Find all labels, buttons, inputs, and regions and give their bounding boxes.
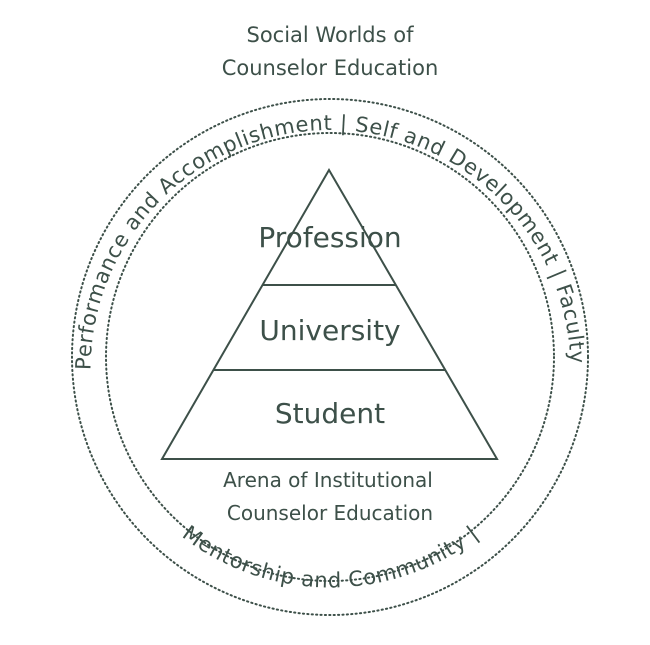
diagram-title-line1: Social Worlds of (247, 23, 415, 47)
inner-dotted-ring (105, 132, 555, 582)
outer-dotted-ring (71, 98, 589, 616)
arena-label-line2: Counselor Education (227, 501, 433, 525)
pyramid-level-profession: Profession (258, 221, 401, 254)
ring-text-lower: Mentorship and Community | (178, 521, 483, 593)
diagram-title-line2: Counselor Education (222, 56, 439, 80)
arena-label-line1: Arena of Institutional (223, 468, 433, 492)
pyramid-level-student: Student (275, 397, 385, 430)
pyramid-level-university: University (259, 314, 400, 347)
pyramid-outline (160, 168, 499, 460)
